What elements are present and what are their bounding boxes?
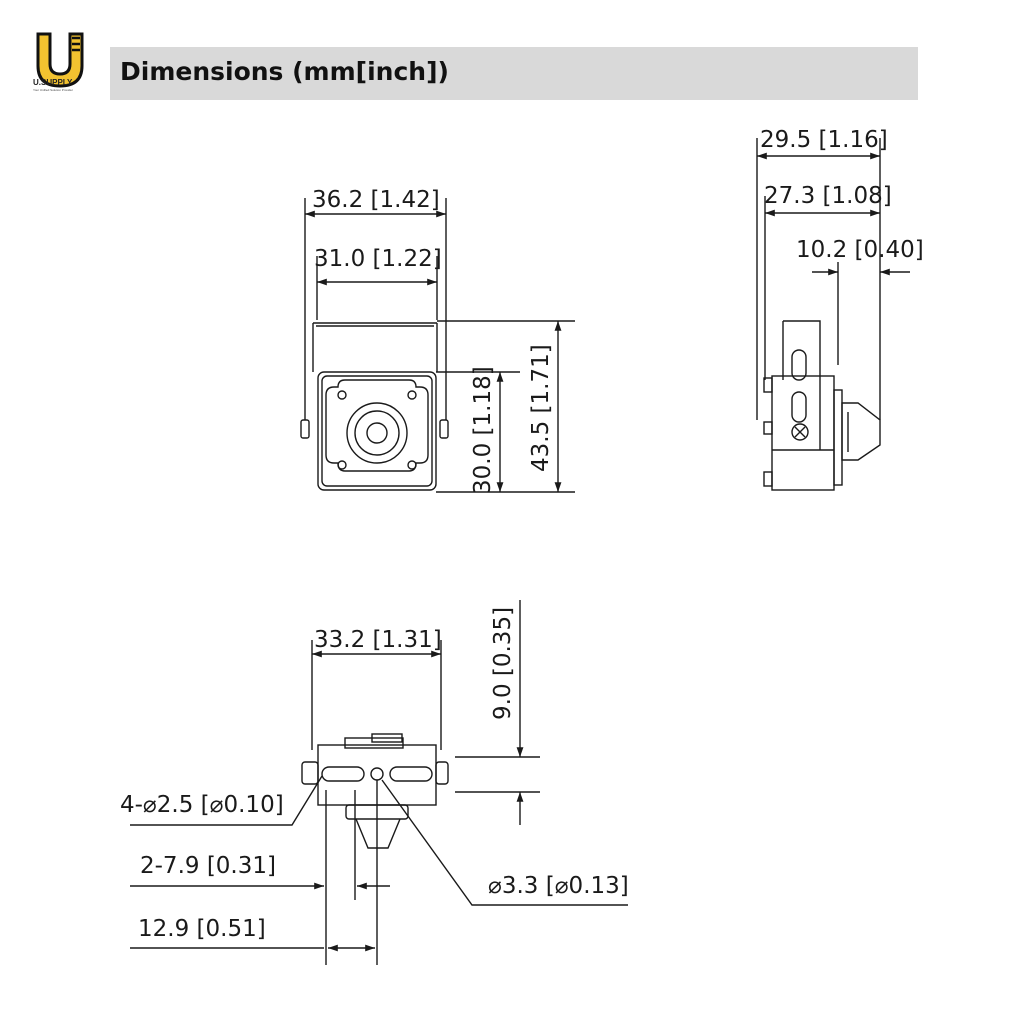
side-view [756, 138, 910, 491]
front-width-outer: 36.2 [1.42] [312, 187, 440, 213]
side-depth-total: 29.5 [1.16] [760, 127, 888, 153]
page-title: Dimensions (mm[inch]) [120, 57, 449, 86]
bottom-offset: 12.9 [0.51] [138, 916, 266, 942]
side-lens-depth: 10.2 [0.40] [796, 237, 924, 263]
usupply-logo [36, 32, 84, 88]
side-depth-body: 27.3 [1.08] [764, 183, 892, 209]
bottom-bracket-height: 9.0 [0.35] [490, 607, 516, 720]
logo-subtext: Your Unified Solution Provider [33, 88, 73, 92]
logo-text: U.SUPPLY [33, 78, 73, 87]
front-width-inner: 31.0 [1.22] [314, 246, 442, 272]
bottom-mount-holes: 4-⌀2.5 [⌀0.10] [120, 792, 284, 818]
bottom-center-hole: ⌀3.3 [⌀0.13] [488, 873, 629, 899]
front-height-body: 30.0 [1.18] [470, 366, 496, 494]
front-view [300, 198, 575, 493]
bottom-slot-spacing: 2-7.9 [0.31] [140, 853, 276, 879]
front-height-total: 43.5 [1.71] [528, 344, 554, 472]
bottom-width: 33.2 [1.31] [314, 627, 442, 653]
header-bar [110, 47, 918, 100]
bottom-view [130, 600, 628, 965]
